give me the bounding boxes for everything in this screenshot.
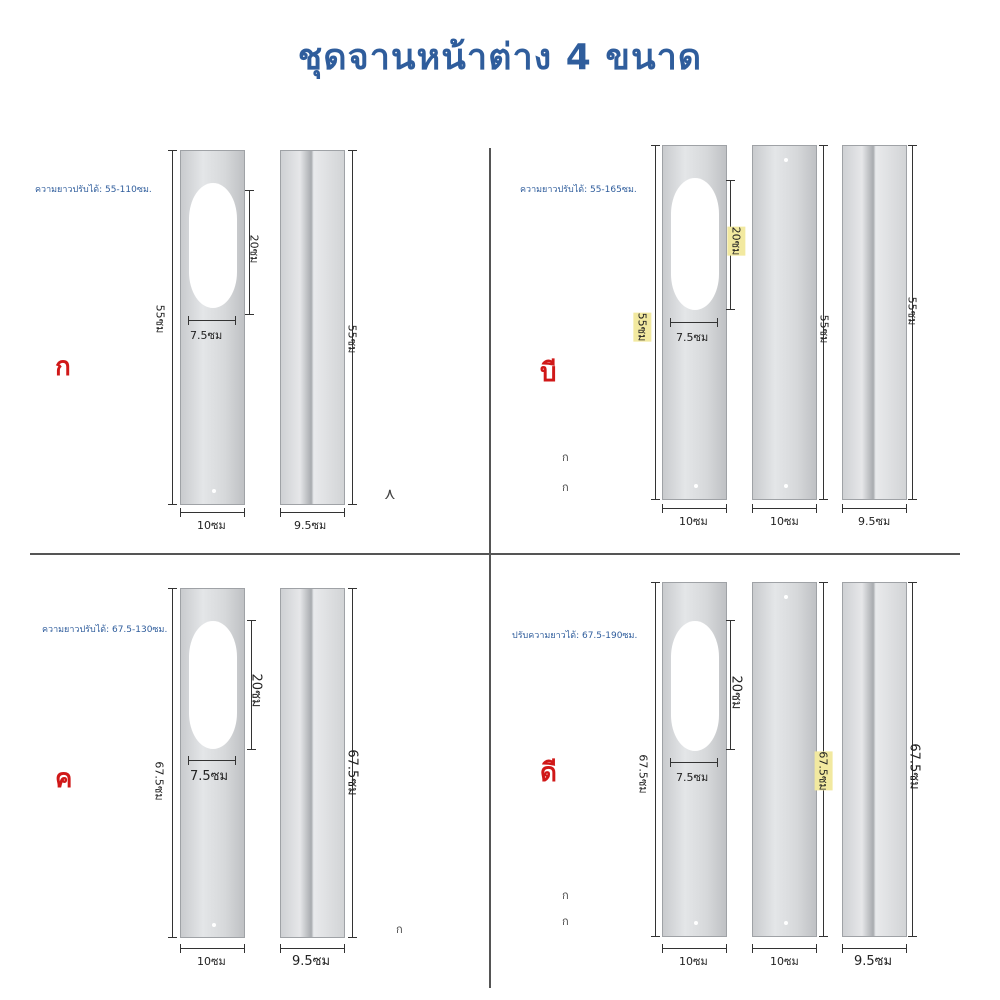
extension-rail	[842, 582, 907, 937]
rail-width-dimension	[842, 504, 907, 513]
hole-width-dimension	[670, 758, 718, 767]
kit-letter: บี	[540, 358, 557, 388]
divider-vertical	[489, 148, 491, 988]
panel-width-dimension	[662, 944, 727, 953]
extension-rail	[842, 145, 907, 500]
panel-length-dimension	[168, 588, 177, 938]
hole-height-label: 20ซม	[728, 675, 744, 710]
bracket-icon: ⋏	[384, 484, 396, 503]
panel-length-label: 55ซม	[153, 304, 167, 334]
panel-width-dimension	[180, 944, 245, 953]
divider-horizontal	[30, 553, 960, 555]
screw-hole	[784, 484, 788, 488]
rail-length-dimension	[348, 588, 357, 938]
rail-width-label: 9.5ซม	[858, 515, 891, 528]
panel-length-label: 67.5ซม	[636, 754, 650, 794]
mark-text: ก	[562, 915, 569, 928]
screw-hole	[784, 595, 788, 599]
exhaust-hole	[189, 183, 237, 308]
rail-length-label: 67.5ซม	[344, 749, 360, 796]
panel-length-dimension	[168, 150, 177, 505]
panel-length-dimension	[651, 145, 660, 500]
middle-width-label: 10ซม	[770, 515, 799, 528]
hole-width-dimension	[188, 316, 236, 325]
exhaust-hole	[189, 621, 237, 749]
rail-length-dimension	[908, 145, 917, 500]
mark-text: ก	[562, 451, 569, 464]
rail-width-label: 9.5ซม	[292, 954, 331, 969]
adjust-range-text: ความยาวปรับได้: 67.5-130ซม.	[42, 625, 168, 635]
middle-length-dimension	[819, 145, 828, 500]
hole-height-label: 20ซม	[727, 226, 746, 256]
middle-width-dimension	[752, 944, 817, 953]
middle-width-dimension	[752, 504, 817, 513]
screw-hole	[784, 921, 788, 925]
rail-length-label: 55ซม	[905, 296, 919, 326]
exhaust-hole	[671, 621, 719, 751]
extension-rail	[280, 588, 345, 938]
panel-length-label: 67.5ซม	[152, 761, 166, 801]
panel-width-label: 10ซม	[679, 955, 708, 968]
rail-width-label: 9.5ซม	[854, 954, 893, 969]
window-panel-with-hole	[180, 588, 245, 938]
panel-width-label: 10ซม	[679, 515, 708, 528]
hole-width-label: 7.5ซม	[676, 331, 709, 344]
hole-width-label: 7.5ซม	[676, 771, 709, 784]
panel-length-dimension	[651, 582, 660, 937]
rail-length-label: 55ซม	[345, 324, 359, 354]
panel-length-label: 55ซม	[633, 312, 652, 342]
middle-width-label: 10ซม	[770, 955, 799, 968]
adjust-range-text: ความยาวปรับได้: 55-110ซม.	[35, 185, 152, 195]
hole-height-dimension	[245, 190, 254, 315]
middle-length-label: 55ซม	[817, 314, 831, 344]
rail-width-dimension	[280, 508, 345, 517]
kit-letter: ก	[55, 352, 71, 382]
screw-hole	[212, 489, 216, 493]
window-panel-with-hole	[662, 582, 727, 937]
hole-height-dimension	[247, 620, 256, 750]
rail-width-dimension	[842, 944, 907, 953]
hole-height-label: 20ซม	[248, 673, 264, 708]
hole-width-dimension	[188, 756, 236, 765]
screw-hole	[212, 923, 216, 927]
middle-panel	[752, 582, 817, 937]
rail-length-dimension	[908, 582, 917, 937]
adjust-range-text: ปรับความยาวได้: 67.5-190ซม.	[512, 631, 638, 641]
screw-hole	[784, 158, 788, 162]
mark-text: ก	[562, 481, 569, 494]
panel-width-label: 10ซม	[197, 955, 226, 968]
middle-length-label: 67.5ซม	[814, 751, 833, 791]
window-panel-with-hole	[180, 150, 245, 505]
kit-letter: ค	[55, 764, 73, 794]
hole-width-dimension	[670, 318, 718, 327]
hole-height-dimension	[726, 620, 735, 750]
mark-text: ก	[396, 923, 403, 936]
kit-letter: ดี	[540, 758, 557, 788]
mark-text: ก	[562, 889, 569, 902]
extension-rail	[280, 150, 345, 505]
rail-length-dimension	[348, 150, 357, 505]
hole-width-label: 7.5ซม	[190, 329, 223, 342]
hole-height-label: 20ซม	[247, 234, 261, 264]
adjust-range-text: ความยาวปรับได้: 55-165ซม.	[520, 185, 637, 195]
middle-panel	[752, 145, 817, 500]
rail-width-label: 9.5ซม	[294, 519, 327, 532]
exhaust-hole	[671, 178, 719, 310]
rail-width-dimension	[280, 944, 345, 953]
screw-hole	[694, 484, 698, 488]
panel-width-dimension	[180, 508, 245, 517]
page-title: ชุดจานหน้าต่าง 4 ขนาด	[297, 37, 703, 78]
panel-width-dimension	[662, 504, 727, 513]
rail-length-label: 67.5ซม	[906, 743, 922, 790]
panel-width-label: 10ซม	[197, 519, 226, 532]
hole-width-label: 7.5ซม	[190, 769, 229, 784]
screw-hole	[694, 921, 698, 925]
